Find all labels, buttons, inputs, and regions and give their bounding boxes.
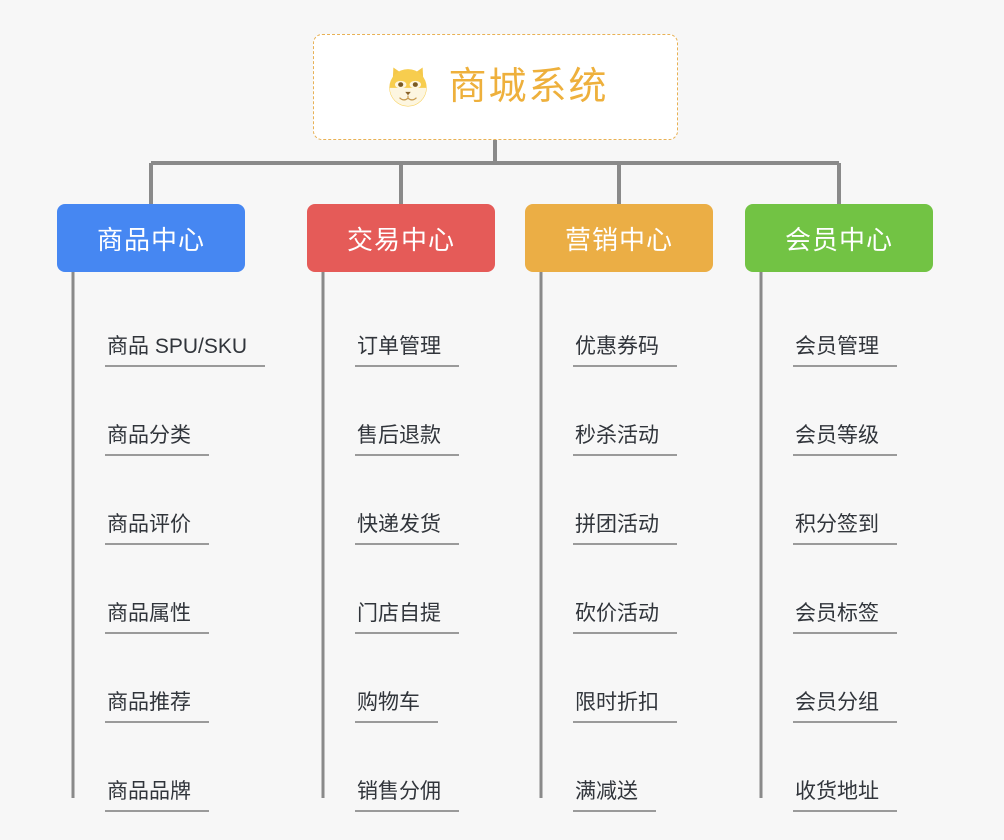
category-column-0: 商品中心 商品 SPU/SKU 商品分类 商品评价 商品属性 商品推荐 商品品牌 xyxy=(57,204,266,818)
leaf-label: 订单管理 xyxy=(355,335,459,367)
leaf-label: 收货地址 xyxy=(793,780,897,812)
category-column-1: 交易中心 订单管理 售后退款 快递发货 门店自提 购物车 销售分佣 xyxy=(307,204,495,818)
category-column-3: 会员中心 会员管理 会员等级 积分签到 会员标签 会员分组 收货地址 xyxy=(745,204,933,818)
category-header-0[interactable]: 商品中心 xyxy=(57,204,245,272)
list-item[interactable]: 会员等级 xyxy=(761,373,933,462)
leaf-label: 销售分佣 xyxy=(355,780,459,812)
category-header-label: 交易中心 xyxy=(346,224,455,255)
root-title: 商城系统 xyxy=(448,66,609,108)
category-header-3[interactable]: 会员中心 xyxy=(745,204,933,272)
list-item[interactable]: 积分签到 xyxy=(761,462,933,551)
list-item[interactable]: 限时折扣 xyxy=(541,640,713,729)
list-item[interactable]: 销售分佣 xyxy=(323,729,495,818)
leaf-list-3: 会员管理 会员等级 积分签到 会员标签 会员分组 收货地址 xyxy=(761,284,933,818)
leaf-label: 商品评价 xyxy=(105,513,209,545)
leaf-list-2: 优惠券码 秒杀活动 拼团活动 砍价活动 限时折扣 满减送 xyxy=(541,284,713,818)
category-header-label: 商品中心 xyxy=(96,224,205,255)
list-item[interactable]: 砍价活动 xyxy=(541,551,713,640)
leaf-label: 商品 SPU/SKU xyxy=(105,335,266,367)
root-node[interactable]: 商城系统 xyxy=(313,34,678,140)
list-item[interactable]: 商品 SPU/SKU xyxy=(73,284,266,373)
leaf-list-0: 商品 SPU/SKU 商品分类 商品评价 商品属性 商品推荐 商品品牌 xyxy=(73,284,266,818)
list-item[interactable]: 商品品牌 xyxy=(73,729,245,818)
list-item[interactable]: 拼团活动 xyxy=(541,462,713,551)
list-item[interactable]: 快递发货 xyxy=(323,462,495,551)
list-item[interactable]: 收货地址 xyxy=(761,729,933,818)
leaf-label: 优惠券码 xyxy=(573,335,677,367)
list-item[interactable]: 优惠券码 xyxy=(541,284,713,373)
leaf-label: 商品属性 xyxy=(105,602,209,634)
list-item[interactable]: 门店自提 xyxy=(323,551,495,640)
leaf-label: 商品品牌 xyxy=(105,780,209,812)
leaf-label: 限时折扣 xyxy=(573,691,677,723)
leaf-label: 会员管理 xyxy=(793,335,897,367)
category-header-1[interactable]: 交易中心 xyxy=(307,204,495,272)
list-item[interactable]: 商品分类 xyxy=(73,373,245,462)
list-item[interactable]: 商品属性 xyxy=(73,551,245,640)
list-item[interactable]: 会员分组 xyxy=(761,640,933,729)
leaf-label: 会员分组 xyxy=(793,691,897,723)
leaf-label: 门店自提 xyxy=(355,602,459,634)
leaf-label: 商品分类 xyxy=(105,424,209,456)
leaf-label: 会员标签 xyxy=(793,602,897,634)
shiba-dog-face-icon xyxy=(389,67,428,107)
leaf-label: 售后退款 xyxy=(355,424,459,456)
category-column-2: 营销中心 优惠券码 秒杀活动 拼团活动 砍价活动 限时折扣 满减送 xyxy=(525,204,713,818)
list-item[interactable]: 商品推荐 xyxy=(73,640,245,729)
list-item[interactable]: 满减送 xyxy=(541,729,713,818)
leaf-label: 拼团活动 xyxy=(573,513,677,545)
category-header-label: 会员中心 xyxy=(784,224,893,255)
leaf-label: 积分签到 xyxy=(793,513,897,545)
list-item[interactable]: 商品评价 xyxy=(73,462,245,551)
list-item[interactable]: 购物车 xyxy=(323,640,495,729)
category-header-2[interactable]: 营销中心 xyxy=(525,204,713,272)
leaf-label: 秒杀活动 xyxy=(573,424,677,456)
list-item[interactable]: 秒杀活动 xyxy=(541,373,713,462)
list-item[interactable]: 售后退款 xyxy=(323,373,495,462)
list-item[interactable]: 会员管理 xyxy=(761,284,933,373)
leaf-label: 商品推荐 xyxy=(105,691,209,723)
leaf-label: 砍价活动 xyxy=(573,602,677,634)
leaf-label: 购物车 xyxy=(355,691,438,723)
leaf-list-1: 订单管理 售后退款 快递发货 门店自提 购物车 销售分佣 xyxy=(323,284,495,818)
category-header-label: 营销中心 xyxy=(564,224,673,255)
leaf-label: 满减送 xyxy=(573,780,656,812)
list-item[interactable]: 订单管理 xyxy=(323,284,495,373)
leaf-label: 快递发货 xyxy=(355,513,459,545)
leaf-label: 会员等级 xyxy=(793,424,897,456)
list-item[interactable]: 会员标签 xyxy=(761,551,933,640)
